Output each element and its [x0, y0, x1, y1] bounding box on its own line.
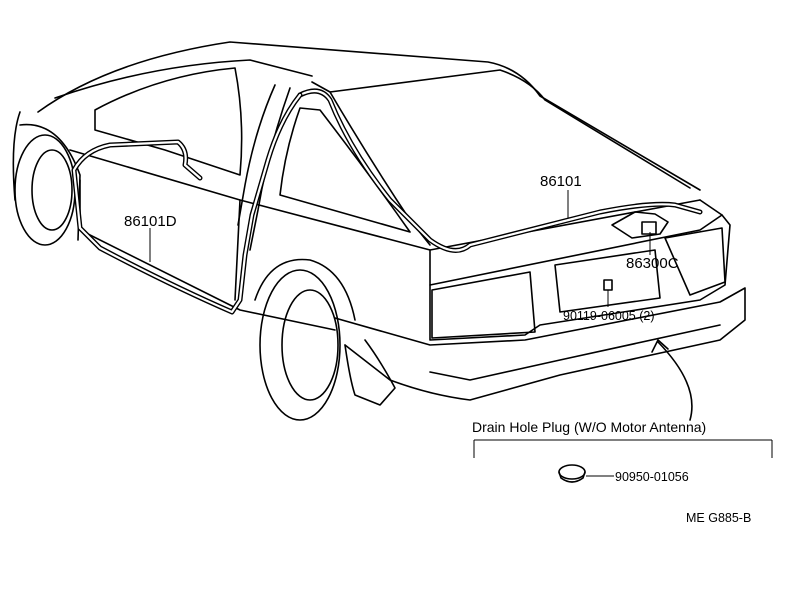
harness-86101-roof [297, 88, 703, 253]
drain-plug-callout-frame [473, 439, 773, 458]
drain-hole-plug [558, 464, 614, 483]
harness-86101d-side [71, 92, 303, 315]
bracket-86300c [611, 211, 669, 239]
label-90950: 90950-01056 [615, 470, 689, 484]
label-90119: 90119-06005 (2) [563, 309, 655, 323]
drain-plug-caption: Drain Hole Plug (W/O Motor Antenna) [472, 419, 706, 435]
screw-90119 [603, 279, 613, 300]
leader-lines [149, 190, 693, 421]
label-86300c: 86300C [626, 255, 679, 272]
car-body-drawing [12, 41, 746, 421]
label-86101d: 86101D [124, 213, 177, 230]
figure-code: ME G885-B [686, 511, 751, 525]
label-86101: 86101 [540, 173, 582, 190]
